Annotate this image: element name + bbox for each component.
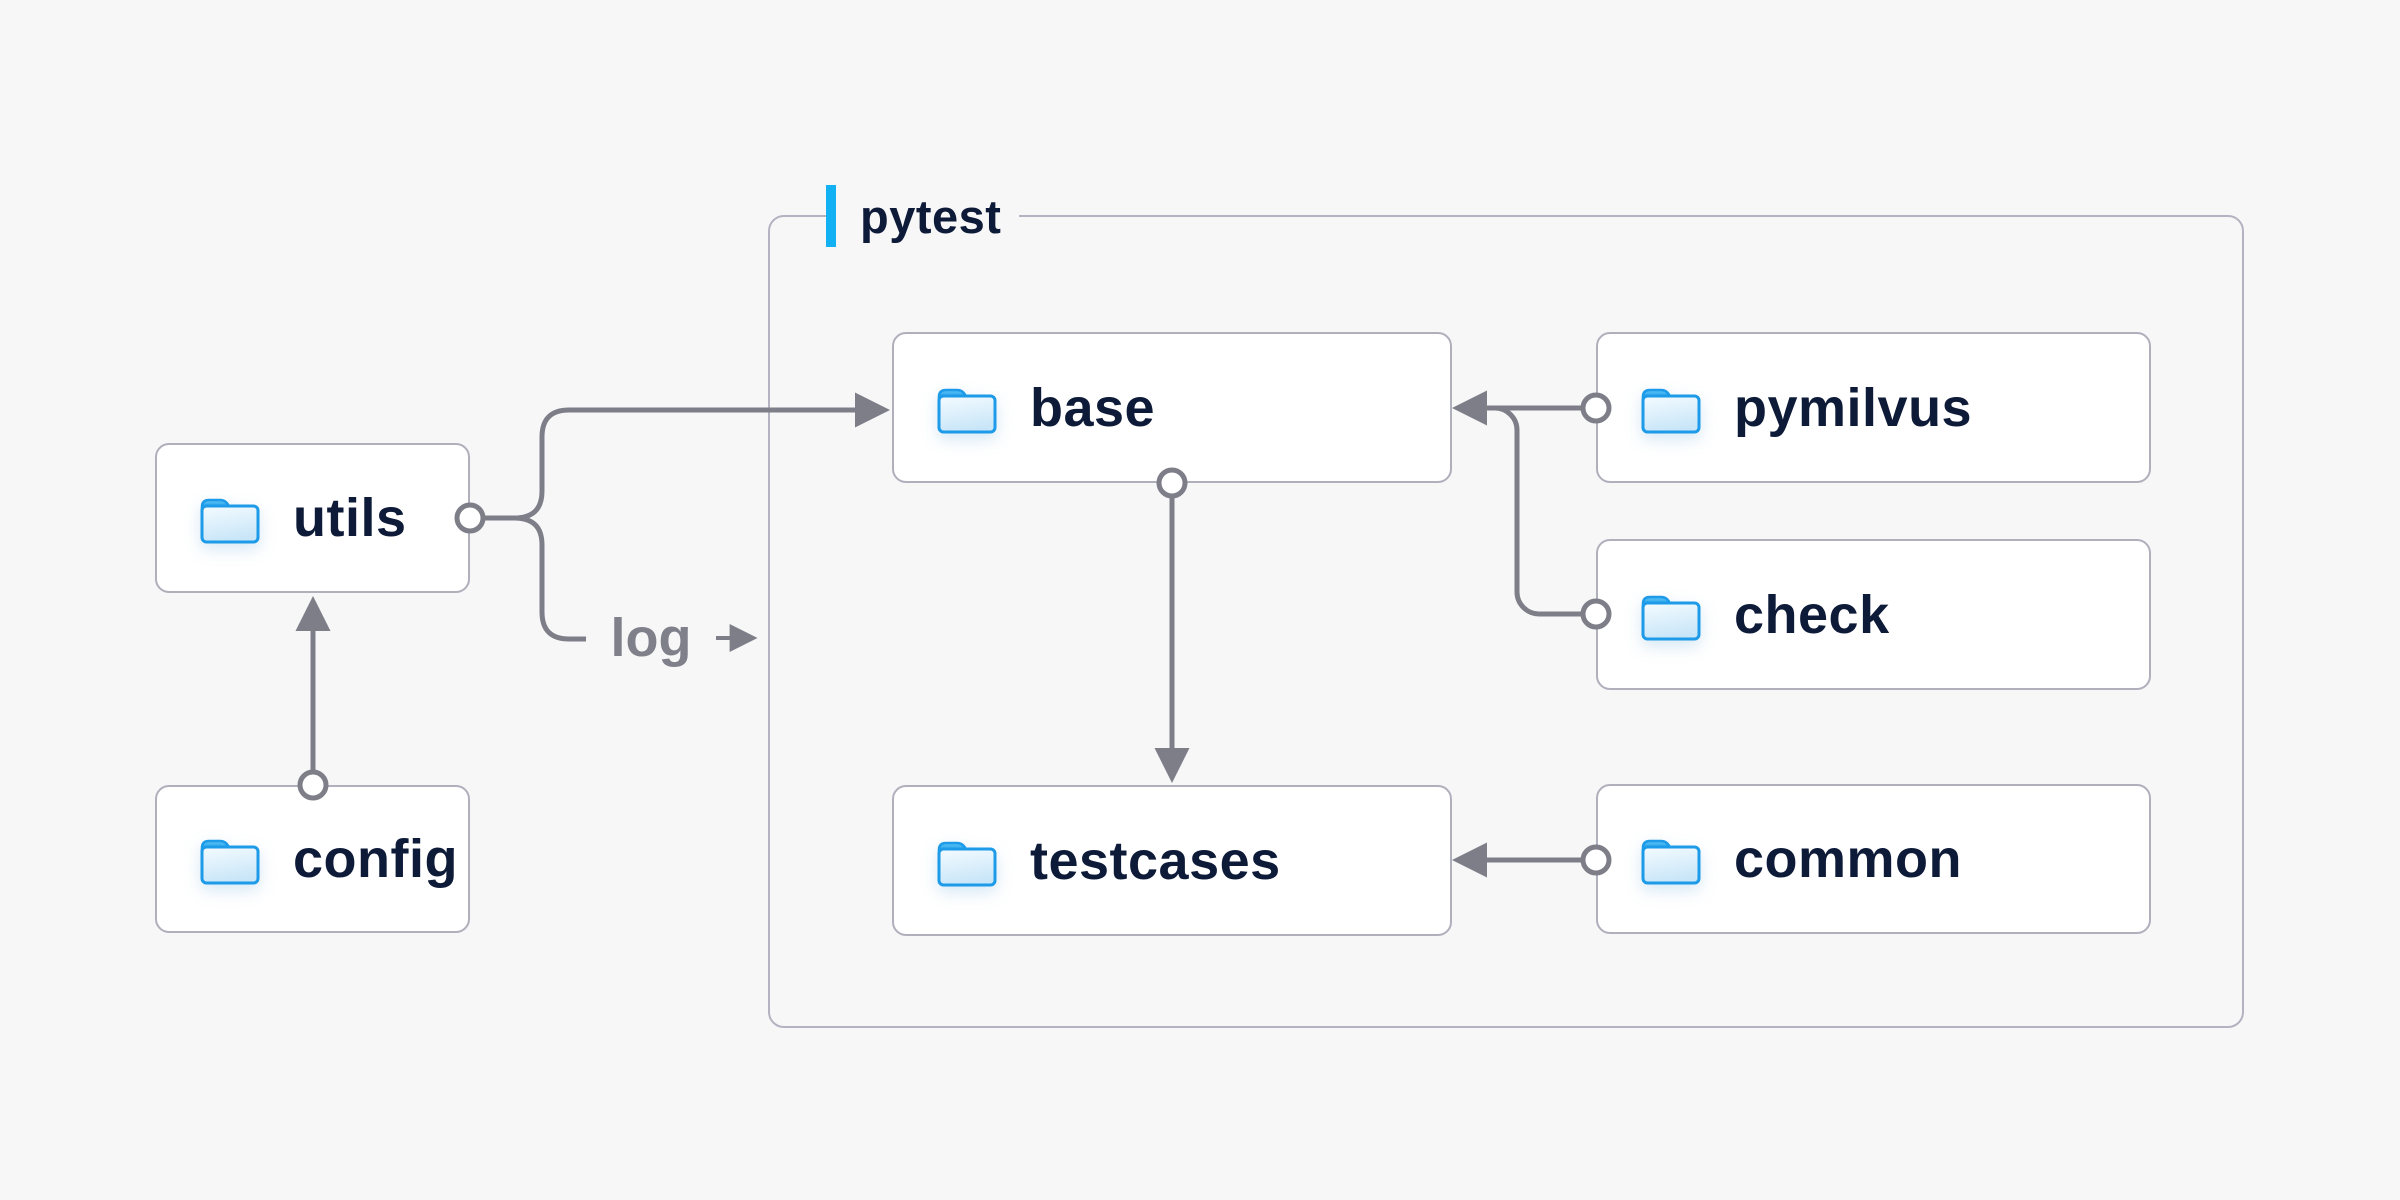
container-title: pytest bbox=[860, 189, 1002, 243]
node-pymilvus: pymilvus bbox=[1596, 332, 2151, 483]
node-label: pymilvus bbox=[1734, 377, 1973, 438]
folder-icon bbox=[1641, 388, 1701, 433]
folder-icon bbox=[1641, 595, 1701, 640]
node-label: common bbox=[1734, 829, 1963, 889]
pytest-container bbox=[768, 215, 2244, 1028]
folder-icon bbox=[200, 498, 260, 544]
accent-bar bbox=[826, 185, 836, 247]
node-check: check bbox=[1596, 539, 2151, 690]
node-label: base bbox=[1030, 377, 1156, 438]
edge-label-log: log bbox=[610, 608, 692, 668]
node-label: testcases bbox=[1030, 830, 1281, 891]
folder-icon bbox=[937, 841, 997, 886]
node-common: common bbox=[1596, 784, 2151, 934]
pytest-container-label: pytest bbox=[826, 184, 1020, 248]
node-utils: utils bbox=[155, 443, 470, 593]
node-base: base bbox=[892, 332, 1452, 483]
folder-icon bbox=[200, 839, 260, 885]
folder-icon bbox=[1641, 839, 1701, 885]
node-testcases: testcases bbox=[892, 785, 1452, 936]
folder-icon bbox=[937, 388, 997, 433]
node-label: utils bbox=[293, 488, 407, 548]
node-label: check bbox=[1734, 584, 1890, 645]
node-label: config bbox=[293, 829, 458, 889]
edge-utils-to-log bbox=[513, 515, 586, 642]
node-config: config bbox=[155, 785, 470, 933]
